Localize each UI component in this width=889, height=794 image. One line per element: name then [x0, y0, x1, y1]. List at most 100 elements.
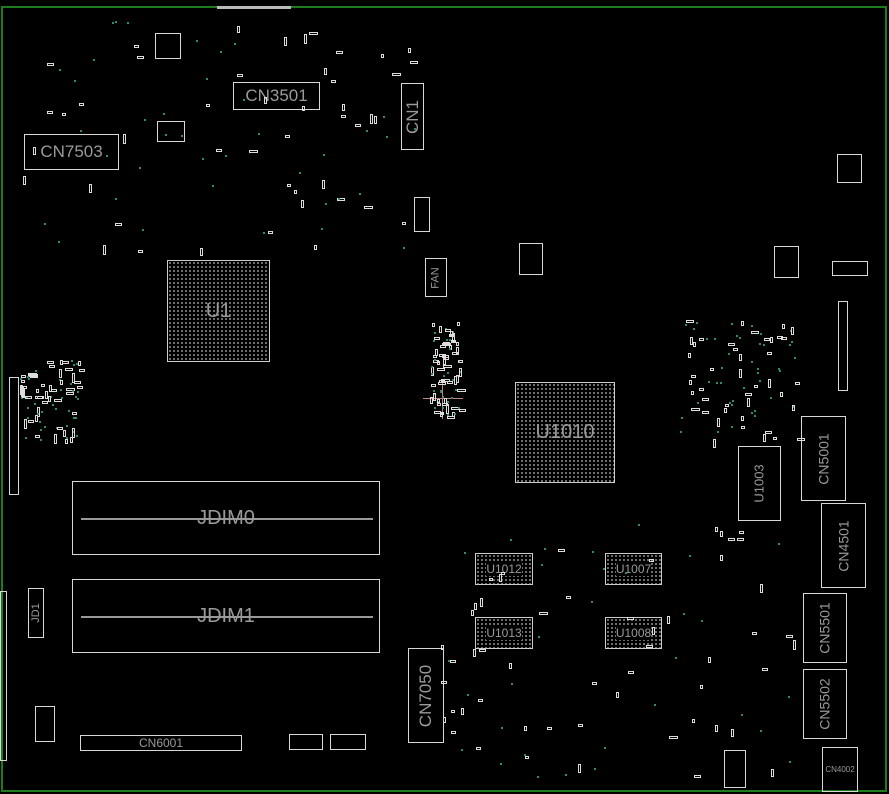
smd-pad: [437, 368, 446, 372]
left-connector[interactable]: [9, 377, 19, 495]
via: [165, 133, 168, 136]
component-cn6001[interactable]: CN6001: [80, 735, 242, 751]
via: [637, 524, 640, 527]
smd-pad: [691, 718, 695, 724]
component-fan[interactable]: FAN: [425, 258, 447, 297]
smd-pad: [558, 549, 565, 553]
component-cn3501[interactable]: CN3501: [233, 82, 320, 110]
via: [763, 344, 766, 347]
small-connector[interactable]: [832, 261, 868, 276]
via: [92, 59, 95, 62]
component-label: U1012: [486, 562, 522, 576]
smd-pad: [304, 34, 308, 45]
component-u1[interactable]: U1: [167, 260, 270, 362]
small-ic[interactable]: [724, 750, 746, 788]
smd-pad: [336, 51, 344, 55]
via: [788, 343, 791, 346]
smd-pad: [627, 616, 634, 620]
via: [72, 417, 75, 420]
smd-pad: [686, 320, 694, 324]
small-connector[interactable]: [414, 197, 430, 232]
smd-pad: [691, 407, 700, 411]
component-u1003[interactable]: U1003: [738, 446, 781, 521]
smd-pad: [59, 379, 63, 385]
component-cn1[interactable]: CN1: [401, 83, 424, 150]
smd-pad: [446, 381, 454, 385]
smd-pad: [449, 331, 453, 336]
small-connector[interactable]: [289, 734, 323, 750]
smd-pad: [268, 230, 274, 234]
via: [402, 247, 405, 250]
smd-pad: [791, 404, 795, 411]
smd-pad: [688, 352, 692, 359]
small-ic[interactable]: [774, 246, 799, 278]
smd-pad: [474, 602, 478, 610]
smd-pad: [478, 649, 487, 653]
component-label: CN7050: [416, 664, 435, 727]
small-ic[interactable]: [155, 33, 181, 59]
small-ic[interactable]: [157, 121, 185, 142]
via: [71, 360, 74, 363]
smd-pad: [710, 368, 715, 372]
component-jd1[interactable]: JD1: [28, 588, 44, 638]
smd-pad: [457, 321, 461, 327]
smd-pad: [65, 438, 69, 444]
via: [20, 378, 23, 381]
smd-pad: [66, 388, 75, 392]
component-cn4002[interactable]: CN4002: [822, 747, 858, 792]
via: [730, 322, 733, 325]
component-u1010[interactable]: U1010: [515, 382, 615, 483]
via: [52, 403, 55, 406]
via: [211, 185, 214, 188]
smd-pad: [308, 31, 318, 35]
via: [788, 760, 791, 763]
via: [138, 166, 141, 169]
component-u1007[interactable]: U1007: [605, 553, 662, 585]
smd-pad: [707, 657, 711, 664]
component-cn4501[interactable]: CN4501: [821, 503, 866, 588]
component-u1013[interactable]: U1013: [475, 617, 533, 649]
smd-pad: [263, 96, 267, 105]
component-cn5501[interactable]: CN5501: [803, 593, 847, 663]
smd-pad: [666, 616, 670, 624]
left-edge-connector[interactable]: [0, 591, 7, 761]
smd-pad: [48, 384, 52, 393]
component-cn7050[interactable]: CN7050: [408, 648, 444, 743]
smd-pad: [436, 403, 442, 407]
small-ic[interactable]: [35, 706, 55, 742]
smd-pad: [77, 385, 84, 389]
component-u1012[interactable]: U1012: [475, 553, 533, 585]
component-cn7503[interactable]: CN7503: [24, 134, 119, 170]
smd-pad: [206, 103, 211, 107]
smd-pad: [797, 438, 806, 442]
smd-pad: [451, 351, 458, 355]
small-ic[interactable]: [837, 154, 862, 183]
smd-pad: [727, 343, 736, 347]
smd-pad: [330, 80, 336, 84]
smd-pad: [450, 659, 456, 663]
smd-pad: [71, 428, 75, 438]
via: [26, 396, 29, 399]
smd-pad: [20, 379, 26, 383]
small-connector[interactable]: [330, 734, 366, 750]
component-jdim1[interactable]: JDIM1: [72, 579, 380, 653]
vertical-connector[interactable]: [838, 301, 848, 391]
small-ic[interactable]: [519, 243, 543, 275]
smd-pad: [134, 44, 140, 48]
component-jdim0[interactable]: JDIM0: [72, 481, 380, 555]
smd-pad: [46, 111, 53, 115]
via: [541, 564, 544, 567]
smd-pad: [79, 369, 86, 373]
via: [73, 363, 76, 366]
board-edge: [1, 6, 887, 792]
smd-pad: [738, 353, 742, 361]
component-cn5001[interactable]: CN5001: [801, 416, 846, 501]
smd-pad: [476, 747, 482, 751]
smd-pad: [689, 379, 693, 385]
component-label: CN6001: [138, 736, 184, 750]
via: [75, 416, 78, 419]
via: [26, 376, 29, 379]
component-cn5502[interactable]: CN5502: [803, 669, 847, 739]
smd-pad: [690, 375, 697, 379]
